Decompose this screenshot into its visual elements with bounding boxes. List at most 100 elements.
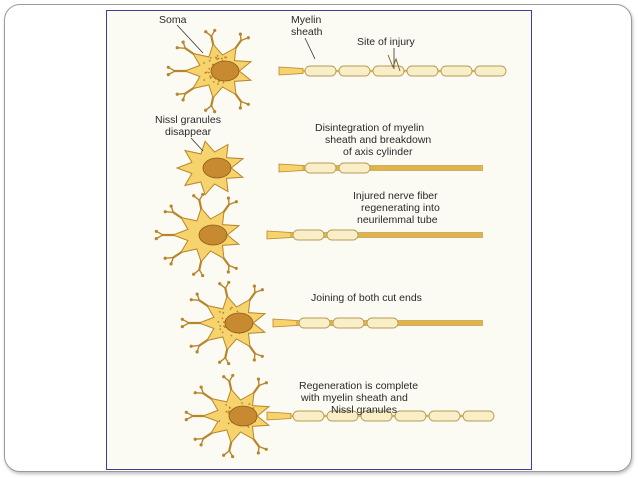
myelin-segment: [394, 410, 427, 422]
neuron-cell-body: [175, 140, 245, 196]
dendrite-tip: [213, 28, 217, 33]
nissl-granule: [221, 317, 224, 320]
nissl-granule: [230, 334, 233, 337]
dendrite-tip: [195, 350, 199, 354]
myelin-segment: [326, 229, 359, 241]
nissl-granule: [229, 308, 232, 311]
nissl-granule: [203, 79, 206, 81]
nissl-granule: [217, 321, 220, 323]
dendrite-tip: [163, 210, 167, 214]
myelin-pointer: [304, 37, 316, 60]
nissl-granule: [216, 54, 219, 57]
myelin-segment: [366, 317, 399, 329]
nissl-granule: [230, 306, 233, 309]
soma-pointer: [176, 24, 204, 54]
nissl-granule: [227, 410, 230, 413]
stage-1: Soma Myelin sheath Site of injury: [159, 14, 507, 114]
dendrite-tip: [260, 354, 264, 358]
dendrite-tip: [201, 273, 205, 278]
dendrite-tip: [201, 192, 205, 197]
dendrite-tip: [199, 443, 203, 447]
nissl-granule: [225, 56, 228, 59]
neuron-cell-body: [180, 280, 267, 366]
neuron-cell-body: [166, 28, 253, 114]
myelin-segment: [292, 410, 325, 422]
dendrite-tip: [256, 451, 260, 455]
nissl-granule: [209, 75, 212, 78]
nissl-granule: [218, 310, 221, 313]
myelin-segment: [440, 65, 473, 77]
dendrite-tip: [246, 36, 250, 40]
dendrite-tip: [154, 237, 158, 241]
dendrite-tip: [181, 98, 185, 102]
axon-with-myelin: [266, 229, 483, 241]
dendrite-tip: [234, 266, 238, 270]
nerve-regeneration-figure: Soma Myelin sheath Site of injury Nissl …: [106, 10, 532, 470]
dendrite-tip: [189, 344, 193, 348]
nissl-granule: [224, 326, 226, 329]
dendrite-tip: [193, 437, 197, 441]
dendrite-tip: [222, 375, 226, 379]
dendrite-tip: [166, 73, 170, 77]
neuron-cell-body: [154, 192, 241, 278]
dendrite-tip: [222, 453, 226, 457]
nucleus: [198, 224, 228, 246]
dendrite-tip: [252, 358, 256, 362]
dendrite-tip: [199, 385, 203, 389]
dendrite-tip: [175, 46, 179, 50]
dendrite-tip: [218, 282, 222, 286]
stage-2-caption-2: sheath and breakdown: [325, 134, 431, 146]
myelin-label-line1: Myelin: [291, 14, 322, 26]
nissl-granule: [208, 59, 211, 62]
dendrite-tip: [227, 361, 231, 366]
dendrite-tip: [180, 325, 184, 329]
stage-5-caption-3: Nissl granules: [331, 404, 397, 416]
myelin-segment: [292, 229, 325, 241]
dendrite-tip: [264, 381, 268, 385]
nissl-granule: [252, 407, 255, 409]
axon-hillock: [272, 318, 298, 328]
nissl-granule: [222, 311, 225, 314]
nissl-granule: [215, 57, 218, 60]
myelin-segment: [360, 410, 393, 422]
nissl-label-line2: disappear: [165, 126, 212, 138]
stage-3-caption-3: neurilemmal tube: [357, 214, 438, 226]
dendrite-tip: [180, 317, 184, 321]
nissl-granule: [212, 80, 215, 83]
myelin-segment: [372, 65, 405, 77]
axon-with-myelin: [272, 317, 483, 329]
myelin-segment: [338, 162, 371, 174]
myelin-segment: [462, 410, 495, 422]
nissl-granule: [203, 62, 205, 64]
nissl-granule: [236, 310, 239, 313]
myelin-segment: [332, 317, 365, 329]
axon-with-myelin: [266, 410, 495, 422]
diagram-canvas: Soma Myelin sheath Site of injury Nissl …: [154, 14, 507, 459]
dendrite-tip: [195, 292, 199, 296]
nissl-granule: [219, 324, 222, 327]
dendrite-tip: [189, 298, 193, 302]
axon-with-myelin: [278, 65, 507, 77]
stage-4-caption-1: Joining of both cut ends: [311, 292, 422, 304]
nucleus: [228, 405, 258, 427]
dendrite-tip: [184, 418, 188, 422]
myelin-segment: [338, 65, 371, 77]
dendrite-tip: [238, 106, 242, 110]
nissl-granule: [227, 412, 230, 414]
myelin-segment: [406, 65, 439, 77]
dendrite-tip: [218, 360, 222, 364]
nissl-granule: [217, 83, 219, 85]
nissl-granule: [209, 77, 212, 80]
nucleus: [224, 312, 254, 334]
nissl-granule: [248, 403, 251, 406]
axon-with-myelin: [278, 162, 483, 174]
nissl-granule: [222, 81, 225, 84]
nissl-granule: [204, 71, 207, 74]
neuron-cell-body: [184, 373, 271, 459]
dendrite-tip: [204, 108, 208, 112]
nissl-granule: [205, 71, 208, 74]
axon-hillock: [278, 163, 304, 173]
myelin-segment: [304, 65, 337, 77]
dendrite-tip: [234, 200, 238, 204]
myelin-segment: [304, 162, 337, 174]
